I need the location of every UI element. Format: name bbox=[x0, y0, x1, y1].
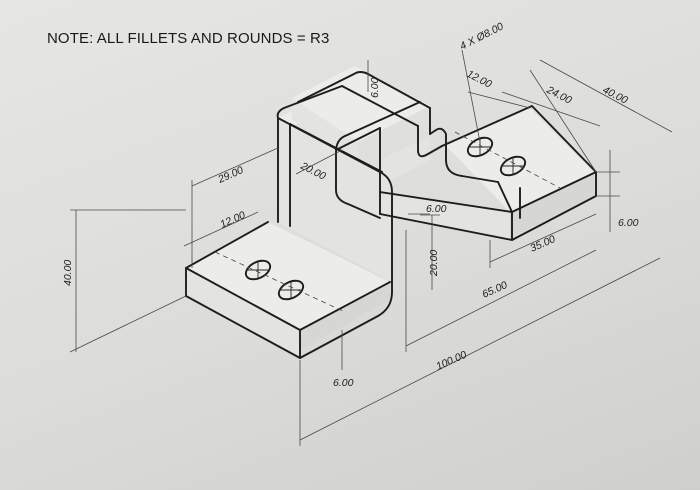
hole-2 bbox=[277, 279, 305, 301]
dim-40-right: 40.00 bbox=[601, 84, 630, 107]
dim-100: 100.00 bbox=[434, 349, 468, 373]
hole-4 bbox=[499, 155, 527, 177]
fillet-note: NOTE: ALL FILLETS AND ROUNDS = R3 bbox=[47, 30, 330, 47]
dim-6-right: 6.00 bbox=[618, 217, 639, 229]
right-base-side-face bbox=[510, 172, 594, 238]
hole-3 bbox=[466, 136, 494, 158]
dimension-lines bbox=[69, 49, 673, 446]
dim-20-vert: 20.00 bbox=[428, 250, 440, 277]
dim-29: 29.00 bbox=[215, 164, 245, 186]
dim-holes: 4 X Ø8.00 bbox=[458, 20, 506, 52]
right-base-top-face bbox=[445, 108, 594, 212]
left-wall-front-face bbox=[278, 118, 392, 282]
dim-35: 35.00 bbox=[528, 233, 557, 255]
bridge-top-face bbox=[292, 66, 430, 142]
dim-6-top: 6.00 bbox=[369, 77, 381, 98]
right-base-front-face bbox=[380, 192, 510, 238]
left-base-side-face bbox=[300, 282, 390, 350]
left-base-front-face bbox=[186, 268, 300, 358]
dim-40-left: 40.00 bbox=[62, 260, 74, 286]
hole-1 bbox=[244, 259, 272, 281]
dim-12-left: 12.00 bbox=[218, 209, 247, 231]
dim-6-bottom: 6.00 bbox=[333, 377, 354, 389]
mounting-holes bbox=[214, 131, 561, 313]
dim-65: 65.00 bbox=[480, 279, 509, 301]
dim-24: 24.00 bbox=[544, 84, 574, 107]
bridge-front-face bbox=[292, 98, 358, 162]
dim-6-inner: 6.00 bbox=[426, 203, 447, 215]
left-base-top-face bbox=[186, 222, 390, 330]
